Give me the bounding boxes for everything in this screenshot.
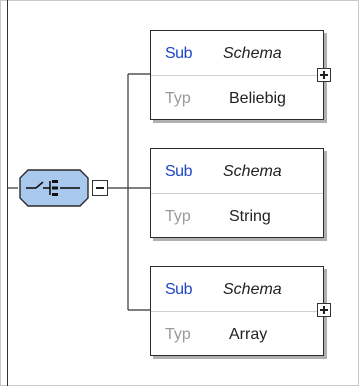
node-2-sub-row: Sub Schema [151, 149, 323, 194]
parent-connector-line [7, 0, 8, 386]
expand-plus-icon[interactable] [317, 303, 331, 317]
schema-node-3[interactable]: Sub Schema Typ Array [150, 266, 324, 356]
node-3-sub-row: Sub Schema [151, 267, 323, 312]
node-1-schema-value: Schema [223, 45, 282, 62]
node-2-sub-key: Sub [165, 163, 192, 180]
node-1-sub-key: Sub [165, 45, 192, 62]
node-3-schema-value: Schema [223, 281, 282, 298]
schema-node-1[interactable]: Sub Schema Typ Beliebig [150, 30, 324, 120]
node-2-type-row: Typ String [151, 194, 323, 238]
node-3-type-value: Array [229, 326, 268, 343]
node-2-type-value: String [229, 208, 271, 225]
node-1-type-row: Typ Beliebig [151, 76, 323, 120]
node-3-type-key: Typ [165, 326, 191, 343]
expand-plus-icon[interactable] [317, 68, 331, 82]
schema-node-2[interactable]: Sub Schema Typ String [150, 148, 324, 238]
node-1-type-value: Beliebig [229, 90, 286, 107]
node-2-type-key: Typ [165, 208, 191, 225]
node-2-schema-value: Schema [223, 163, 282, 180]
node-3-type-row: Typ Array [151, 312, 323, 356]
node-1-sub-row: Sub Schema [151, 31, 323, 76]
node-3-sub-key: Sub [165, 281, 192, 298]
node-1-type-key: Typ [165, 90, 191, 107]
collapse-minus-icon[interactable] [92, 180, 108, 196]
choice-compositor-icon[interactable] [18, 168, 90, 208]
